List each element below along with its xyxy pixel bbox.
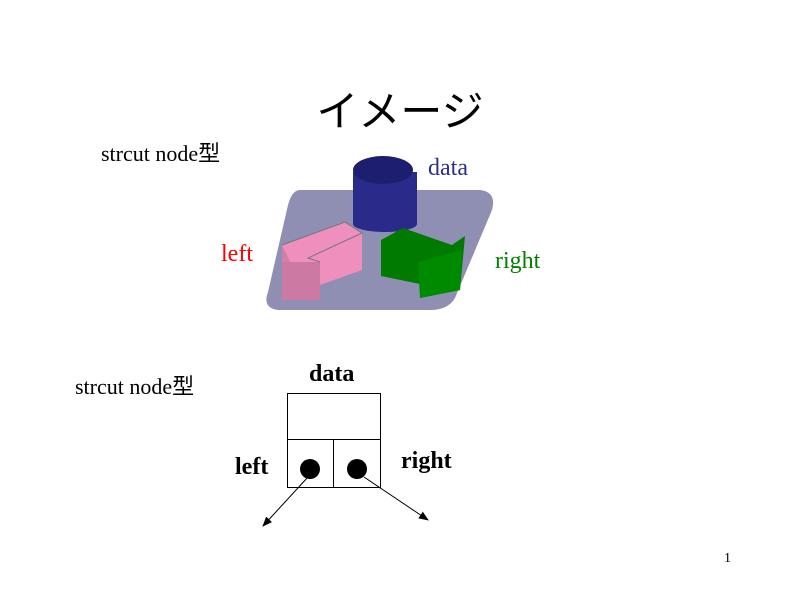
diagram-right-label: right xyxy=(401,448,452,474)
right-green-shape xyxy=(381,228,465,298)
diagram-struct-label: strcut node型 xyxy=(75,374,195,399)
image-left-label: left xyxy=(221,241,253,267)
left-pink-shape xyxy=(281,221,364,300)
data-cylinder xyxy=(353,156,417,232)
diagram-data-label: data xyxy=(309,361,355,387)
page-number: 1 xyxy=(724,551,731,566)
image-struct-label: strcut node型 xyxy=(101,141,221,166)
slide-title: イメージ xyxy=(316,87,484,136)
data-cell xyxy=(287,393,381,488)
image-right-label: right xyxy=(495,248,541,274)
diagram-left-label: left xyxy=(235,454,269,480)
left-pointer-arrow xyxy=(262,476,309,527)
left-pointer-dot xyxy=(300,459,320,479)
right-pointer-dot xyxy=(347,459,367,479)
right-pointer-arrow xyxy=(363,476,429,521)
image-data-label: data xyxy=(428,155,468,181)
